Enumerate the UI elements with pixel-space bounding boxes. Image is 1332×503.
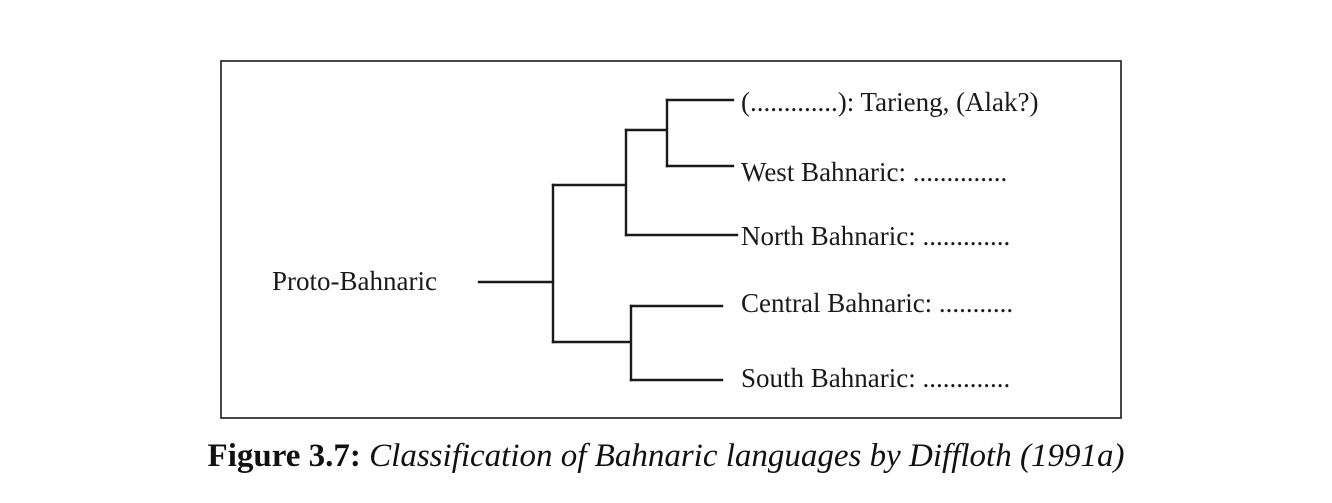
- diagram-frame: [220, 60, 1122, 419]
- node-north-bahnaric: North Bahnaric: .............: [741, 221, 1010, 251]
- figure-caption-text: Classification of Bahnaric languages by …: [369, 438, 1125, 474]
- node-central-bahnaric: Central Bahnaric: ...........: [741, 288, 1013, 318]
- lower-clade-branch: [551, 304, 633, 382]
- node-tarieng: (.............): Tarieng, (Alak?): [741, 87, 1039, 117]
- upper-clade-branch: [551, 128, 628, 237]
- figure-caption: Figure 3.7: Classification of Bahnaric l…: [0, 438, 1332, 475]
- node-proto-bahnaric: Proto-Bahnaric: [272, 266, 437, 296]
- inner-clade-branch: [624, 98, 669, 168]
- node-south-bahnaric: South Bahnaric: .............: [741, 363, 1010, 393]
- node-west-bahnaric: West Bahnaric: ..............: [741, 157, 1007, 187]
- figure-number: Figure 3.7:: [207, 438, 361, 474]
